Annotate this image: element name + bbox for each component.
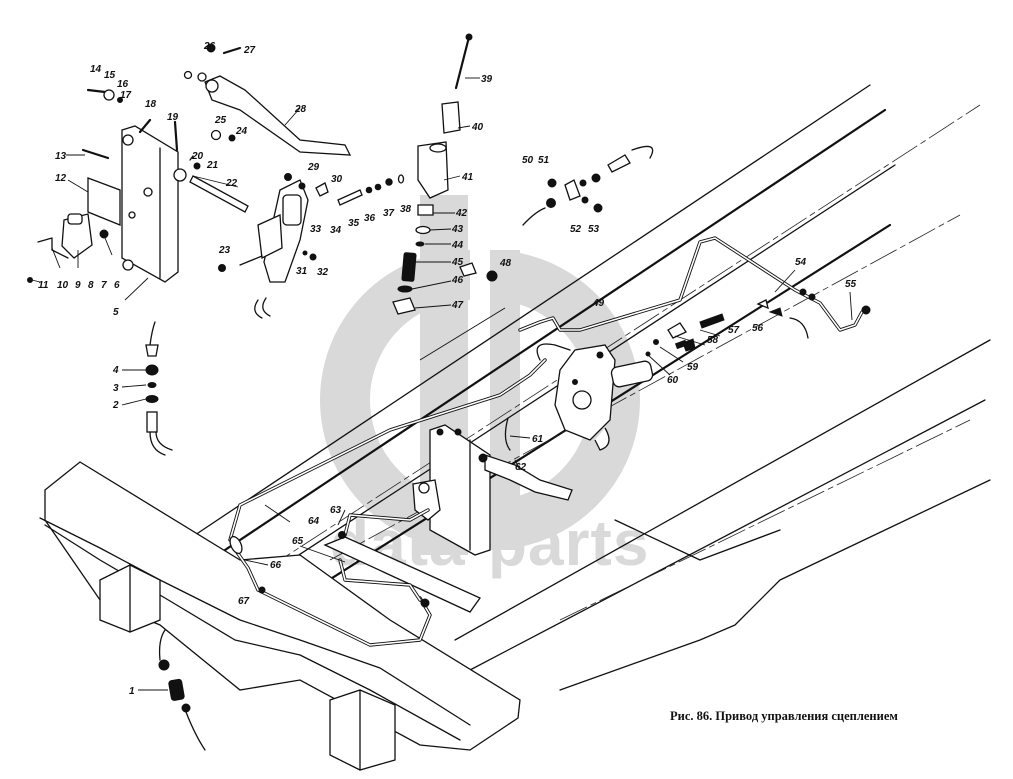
callout-53: 53 [588, 224, 600, 235]
callout-59: 59 [687, 362, 699, 373]
callout-20: 20 [191, 151, 204, 162]
callout-23: 23 [218, 245, 231, 256]
callout-31: 31 [296, 266, 308, 277]
pedal-bracket [27, 88, 187, 283]
callout-43: 43 [451, 224, 464, 235]
figure-caption: Рис. 86. Привод управления сцеплением [670, 709, 898, 723]
callout-15: 15 [104, 70, 116, 81]
callout-8: 8 [88, 280, 94, 291]
callout-67: 67 [238, 596, 250, 607]
callout-58: 58 [707, 335, 719, 346]
callout-25: 25 [214, 115, 227, 126]
callout-5: 5 [113, 307, 119, 318]
callout-27: 27 [243, 45, 256, 56]
callout-36: 36 [364, 213, 376, 224]
callout-labels: 1 2 3 4 5 6 7 8 9 10 11 12 13 14 15 16 1… [38, 41, 857, 697]
callout-11: 11 [38, 280, 49, 291]
callout-56: 56 [752, 323, 764, 334]
clutch-pedal-assembly [183, 43, 352, 213]
callout-50: 50 [522, 155, 534, 166]
callout-51: 51 [538, 155, 550, 166]
callout-60: 60 [667, 375, 679, 386]
callout-leaders [31, 77, 853, 691]
callout-2: 2 [112, 400, 119, 411]
callout-24: 24 [235, 126, 248, 137]
callout-57: 57 [728, 325, 740, 336]
callout-54: 54 [795, 257, 807, 268]
callout-38: 38 [400, 204, 412, 215]
pipeline-54-55 [518, 236, 871, 332]
callout-49: 49 [592, 298, 605, 309]
callout-61: 61 [532, 434, 544, 445]
callout-30: 30 [331, 174, 343, 185]
callout-18: 18 [145, 99, 157, 110]
callout-65: 65 [292, 536, 304, 547]
callout-44: 44 [451, 240, 464, 251]
callout-45: 45 [451, 257, 464, 268]
callout-46: 46 [451, 275, 464, 286]
callout-62: 62 [515, 462, 527, 473]
bracket-parts-50-53 [522, 145, 654, 226]
callout-10: 10 [57, 280, 69, 291]
callout-7: 7 [101, 280, 107, 291]
fittings-1-4 [145, 321, 206, 751]
callout-55: 55 [845, 279, 857, 290]
callout-1: 1 [129, 686, 135, 697]
callout-48: 48 [499, 258, 512, 269]
callout-22: 22 [225, 178, 238, 189]
callout-12: 12 [55, 173, 67, 184]
callout-26: 26 [203, 41, 216, 52]
callout-37: 37 [383, 208, 395, 219]
callout-66: 66 [270, 560, 282, 571]
callout-4: 4 [112, 365, 119, 376]
callout-13: 13 [55, 151, 67, 162]
callout-63: 63 [330, 505, 342, 516]
callout-14: 14 [90, 64, 102, 75]
callout-17: 17 [120, 90, 132, 101]
callout-6: 6 [114, 280, 120, 291]
pipelines-63-66 [228, 358, 547, 647]
callout-32: 32 [317, 267, 329, 278]
callout-52: 52 [570, 224, 582, 235]
callout-47: 47 [451, 300, 464, 311]
callout-9: 9 [75, 280, 81, 291]
callout-39: 39 [481, 74, 493, 85]
pneumohydraulic-booster [536, 299, 809, 451]
callout-40: 40 [471, 122, 484, 133]
callout-33: 33 [310, 224, 322, 235]
callout-21: 21 [206, 160, 219, 171]
callout-41: 41 [461, 172, 474, 183]
master-cylinder [218, 173, 405, 319]
callout-64: 64 [308, 516, 320, 527]
callout-42: 42 [455, 208, 468, 219]
callout-34: 34 [330, 225, 342, 236]
callout-16: 16 [117, 79, 129, 90]
callout-35: 35 [348, 218, 360, 229]
callout-19: 19 [167, 112, 179, 123]
front-cross-member [39, 461, 521, 771]
clutch-booster-parts [392, 33, 498, 315]
pedal-unit-62 [323, 417, 573, 613]
callout-29: 29 [307, 162, 320, 173]
callout-3: 3 [113, 383, 119, 394]
callout-28: 28 [294, 104, 307, 115]
